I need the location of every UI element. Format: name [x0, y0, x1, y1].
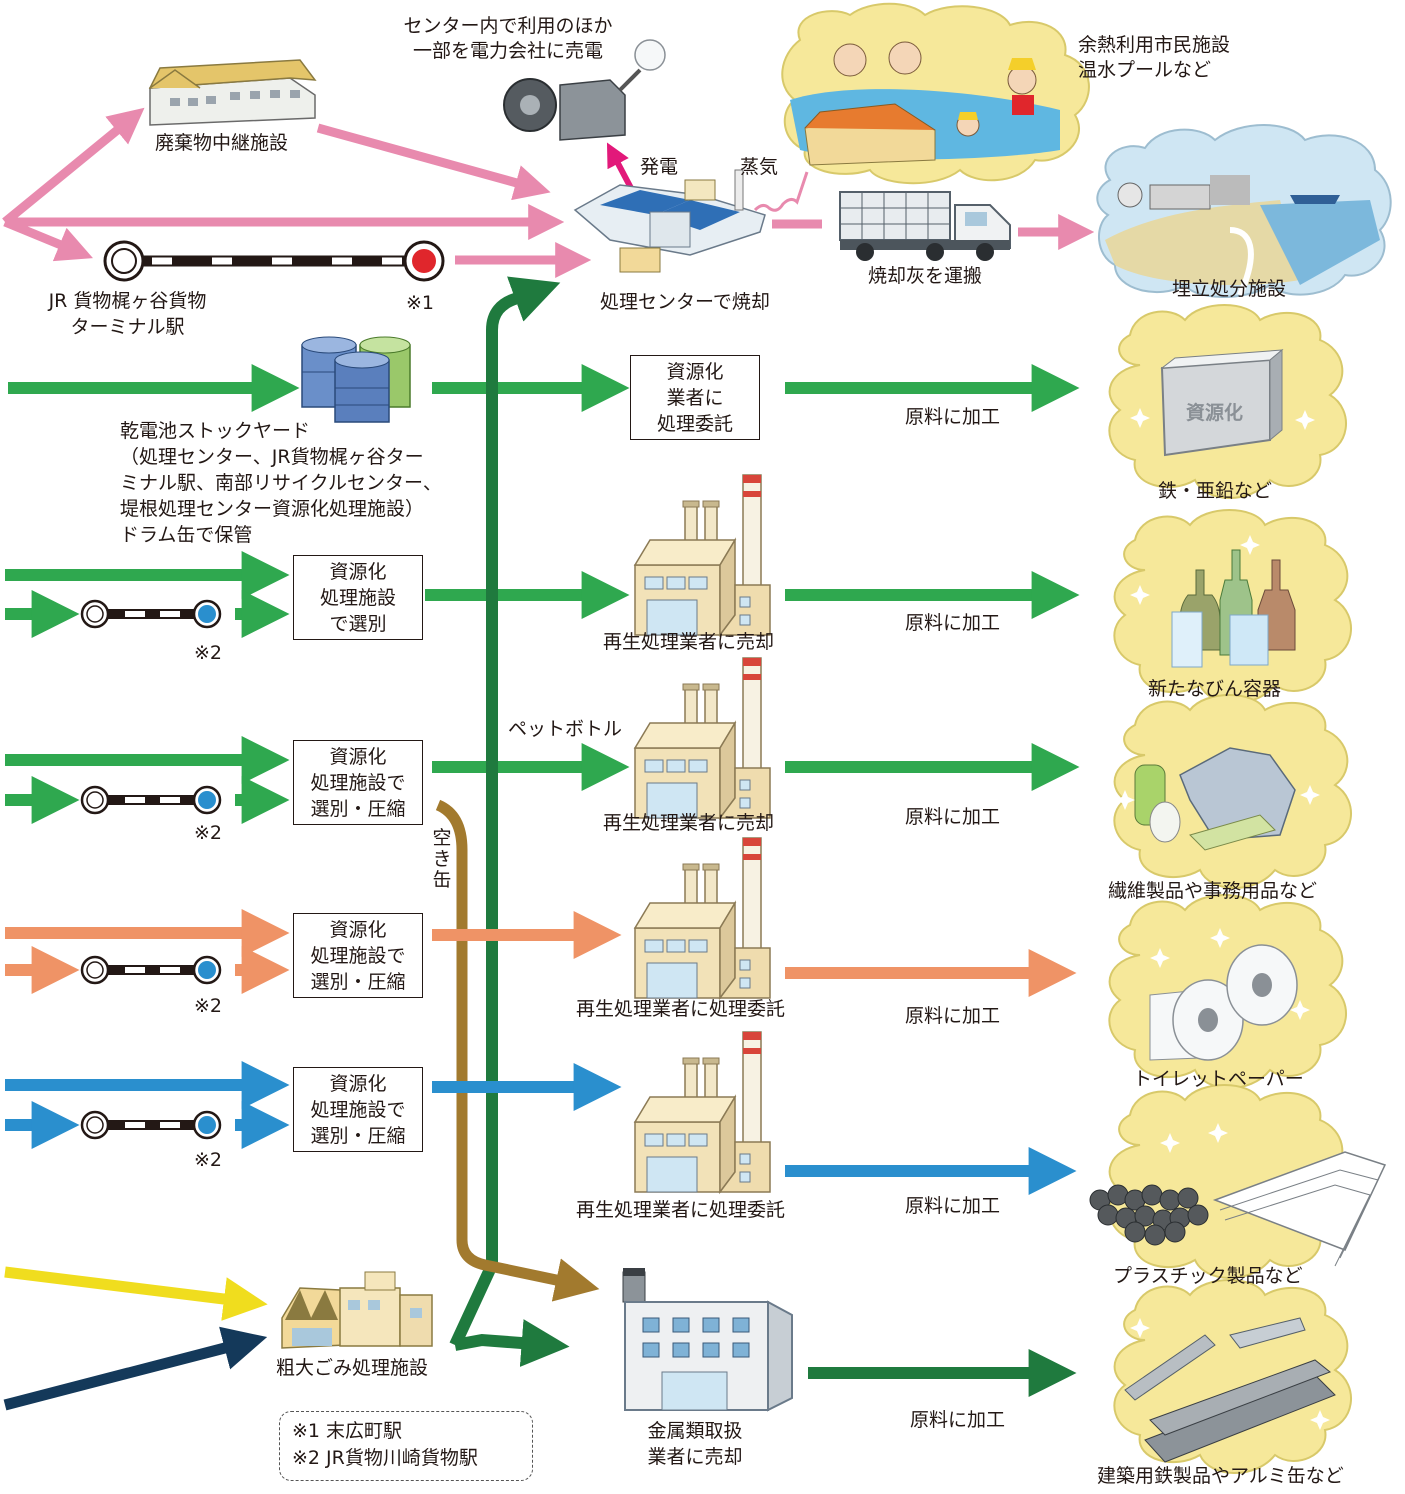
ash-label: 焼却灰を運搬	[868, 265, 983, 287]
arrow-to-relay	[2, 107, 145, 226]
row1-note: ※2	[194, 642, 223, 664]
row4-note: ※2	[194, 1149, 223, 1171]
landfill-illustration	[1096, 124, 1392, 298]
metal-process: 原料に加工	[910, 1409, 1006, 1431]
footnote-box: ※1 末広町駅 ※2 JR貨物川崎貨物駅	[279, 1411, 533, 1481]
bulky-label: 粗大ごみ処理施設	[276, 1357, 429, 1379]
steam-arrow	[753, 171, 809, 212]
pet-label: ペットボトル	[508, 718, 623, 740]
steam-label: 蒸気	[740, 156, 779, 178]
row2-process: 原料に加工	[905, 806, 1001, 828]
battery-box: 資源化 業者に 処理委託	[630, 355, 760, 440]
row2-note: ※2	[194, 822, 223, 844]
flow-navy	[3, 1326, 268, 1411]
factory-row2	[634, 657, 771, 819]
heat-note: 余熱利用市民施設 温水プールなど	[1078, 34, 1231, 81]
sorting-box-row1: 資源化 処理施設 で選別	[293, 555, 423, 640]
jr-station-line	[103, 240, 445, 282]
incineration-center-illustration	[573, 169, 766, 273]
flow-blue	[5, 1061, 1077, 1195]
relay-facility-label: 廃棄物中継施設	[155, 132, 289, 154]
station-row2	[82, 787, 220, 813]
toilet-paper-icon	[1149, 944, 1298, 1061]
flow-pink	[2, 107, 1095, 278]
generator-illustration	[503, 39, 666, 192]
flow-darkgreen	[449, 276, 1077, 1397]
battery-stockyard-label: 乾電池ストックヤード （処理センター、JR貨物梶ヶ谷ター ミナル駅、南部リサイク…	[120, 420, 442, 546]
metal-dest: 金属類取扱 業者に売却	[647, 1420, 743, 1468]
bulky-facility-illustration	[281, 1271, 433, 1349]
row3-dest: 再生処理業者に処理委託	[576, 998, 786, 1020]
battery-process: 原料に加工	[905, 406, 1001, 428]
arrow-to-station	[3, 217, 93, 262]
battery-product-mark: 資源化	[1186, 402, 1244, 424]
sorting-box-row2: 資源化 処理施設で 選別・圧縮	[293, 740, 423, 825]
relay-facility-illustration	[148, 59, 317, 126]
metal-dealer-illustration	[622, 1268, 793, 1412]
flow-green	[5, 364, 1080, 824]
can-label: 空き缶	[432, 827, 452, 891]
row1-process: 原料に加工	[905, 612, 1001, 634]
flow-cans	[435, 799, 600, 1302]
station-row4	[82, 1112, 220, 1138]
row2-dest: 再生処理業者に売却	[603, 812, 775, 834]
sorting-box-row3: 資源化 処理施設で 選別・圧縮	[293, 913, 423, 998]
row4-product: プラスチック製品など	[1113, 1265, 1303, 1287]
row3-note: ※2	[194, 995, 223, 1017]
flow-yellow	[4, 1266, 268, 1321]
metal-product: 建築用鉄製品やアルミ缶など	[1097, 1465, 1344, 1487]
station-row3	[82, 957, 220, 983]
factory-row1	[634, 474, 771, 636]
power-label: 発電	[640, 156, 679, 178]
row2-product: 繊維製品や事務用品など	[1108, 880, 1318, 902]
factory-row4	[634, 1031, 771, 1193]
power-note: センター内で利用のほか 一部を電力会社に売電	[403, 15, 613, 62]
row3-process: 原料に加工	[905, 1005, 1001, 1027]
heat-pool-illustration	[781, 2, 1090, 185]
landfill-label: 埋立処分施設	[1172, 278, 1287, 300]
iron-block-icon	[1160, 348, 1284, 457]
footnote-1: ※1 末広町駅	[292, 1420, 403, 1442]
textiles-icon	[1134, 747, 1296, 851]
factory-row3	[634, 837, 771, 999]
bottles-icon	[1171, 549, 1296, 668]
center-label: 処理センターで焼却	[600, 291, 770, 313]
station-row1	[82, 601, 220, 627]
arrow-relay-to-center	[316, 123, 551, 201]
row4-process: 原料に加工	[905, 1195, 1001, 1217]
plastics-icon	[1089, 1151, 1387, 1267]
footnote-2: ※2 JR貨物川崎貨物駅	[292, 1447, 478, 1469]
jr-station-label: JR 貨物梶ヶ谷貨物 ターミナル駅	[48, 290, 207, 338]
note1-mark: ※1	[406, 292, 435, 314]
battery-drums-illustration	[301, 336, 411, 423]
steel-bars-icon	[1124, 1317, 1336, 1463]
row1-product: 新たなびん容器	[1148, 678, 1282, 700]
battery-product: 鉄・亜鉛など	[1158, 480, 1273, 502]
flow-orange	[5, 909, 1077, 997]
power-arrow	[606, 142, 635, 192]
ash-truck-illustration	[839, 191, 1011, 261]
row4-dest: 再生処理業者に処理委託	[576, 1199, 786, 1221]
row1-dest: 再生処理業者に売却	[603, 631, 775, 653]
sorting-box-row4: 資源化 処理施設で 選別・圧縮	[293, 1067, 423, 1152]
row3-product: トイレットペーパー	[1133, 1068, 1304, 1090]
